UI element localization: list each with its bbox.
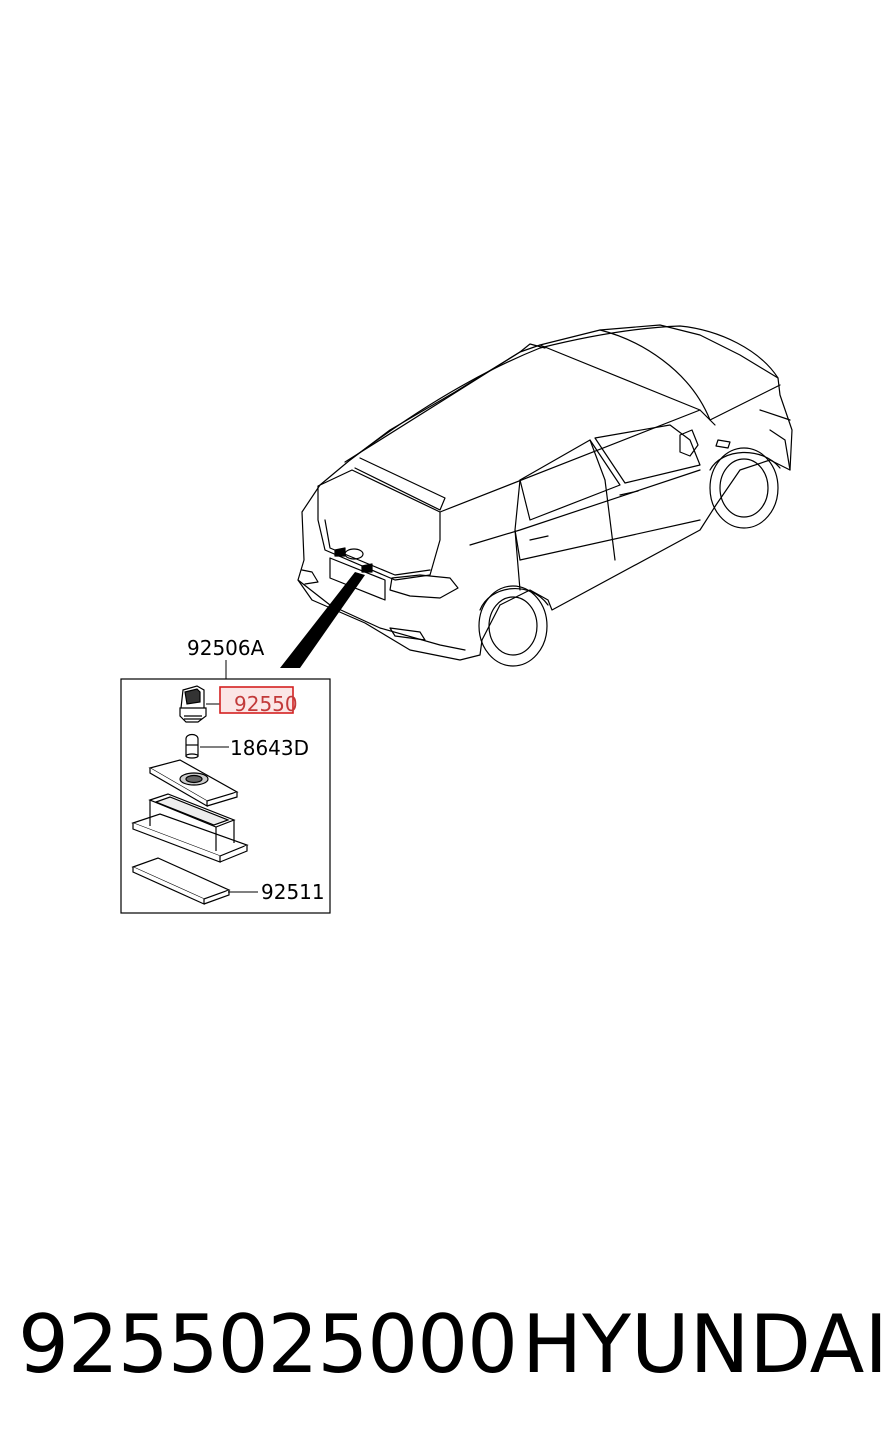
vehicle-illustration (297, 324, 793, 667)
socket-part (179, 685, 207, 723)
callout-assembly: 92506A (187, 636, 265, 660)
lens-part (131, 857, 231, 905)
callout-bulb: 18643D (230, 736, 309, 760)
leader-wedge (280, 572, 365, 668)
brand-name: HYUNDAI (522, 1298, 886, 1391)
callout-lens: 92511 (261, 880, 325, 904)
part-number: 9255025000 (18, 1298, 518, 1391)
footer-caption: 9255025000 HYUNDAI (0, 1290, 886, 1400)
bulb-part (185, 733, 199, 759)
housing-part (131, 793, 249, 863)
highlight-box (219, 686, 294, 714)
callout-highlighted: 92550 (234, 692, 298, 716)
gasket-part (148, 759, 239, 808)
